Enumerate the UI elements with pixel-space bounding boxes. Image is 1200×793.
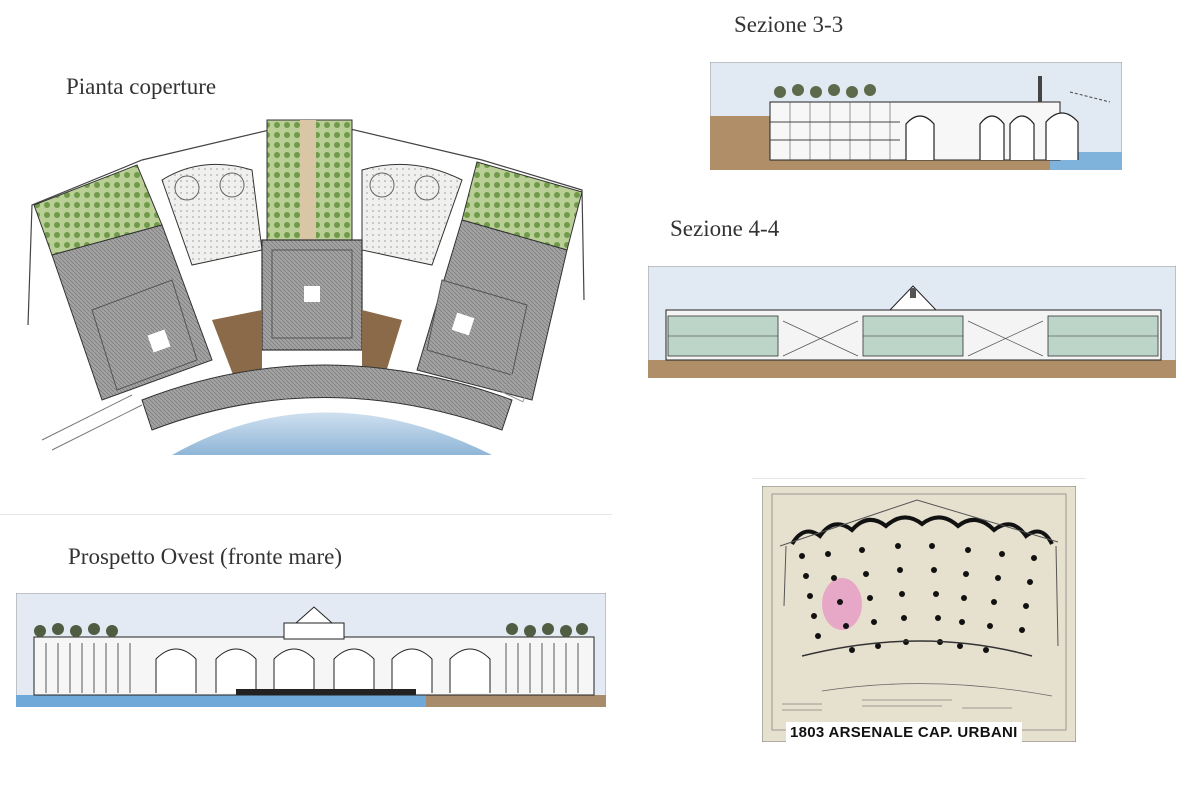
west-elevation-drawing (16, 593, 606, 707)
divider-right (752, 478, 1086, 479)
historic-map-1803 (762, 486, 1076, 742)
plan-title: Pianta coperture (66, 74, 217, 99)
historic-map-caption: 1803 ARSENALE CAP. URBANI (786, 722, 1022, 744)
elevation-west-title: Prospetto Ovest (fronte mare) (68, 544, 343, 569)
divider-left (0, 514, 612, 515)
section-3-3-drawing (710, 62, 1122, 170)
roof-plan-drawing (22, 100, 592, 460)
section-4-4-drawing (648, 266, 1176, 378)
section-3-3-title: Sezione 3-3 (734, 12, 844, 37)
section-4-4-title: Sezione 4-4 (670, 216, 780, 241)
